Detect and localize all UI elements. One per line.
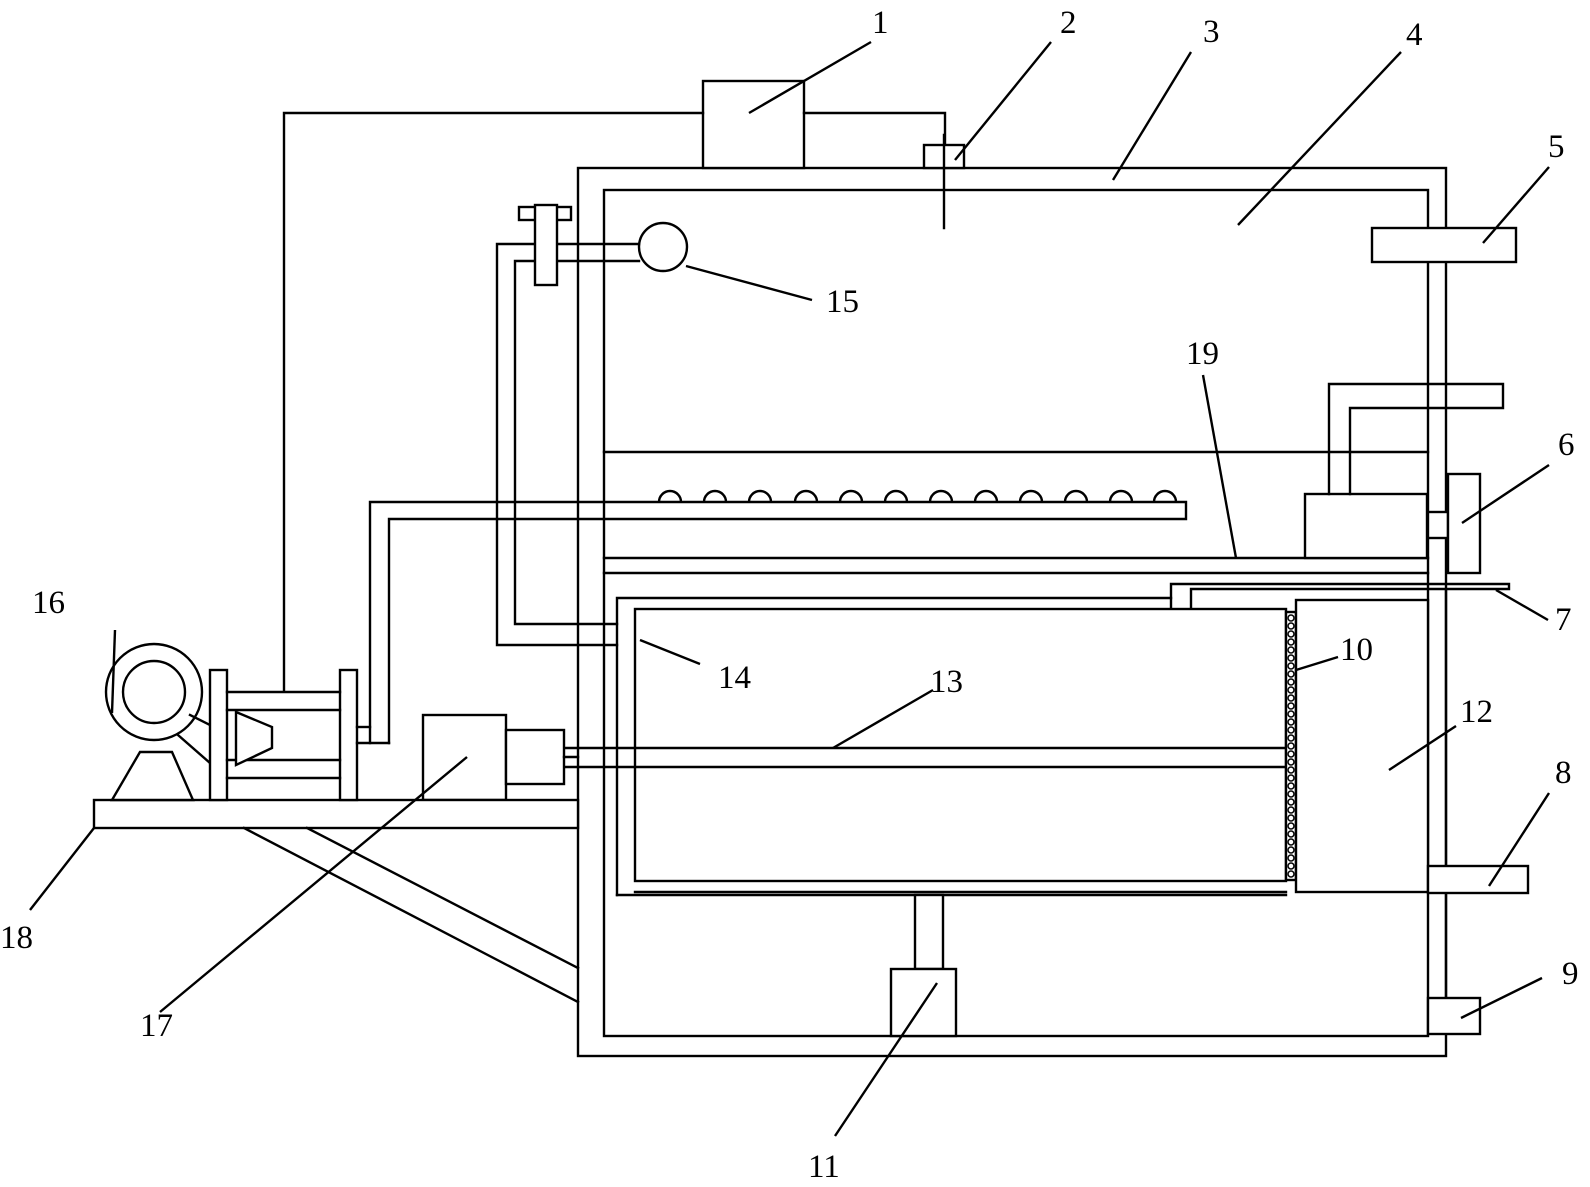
- mesh-hole: [1287, 750, 1295, 758]
- mesh-hole: [1287, 838, 1295, 846]
- label-5: 5: [1548, 129, 1565, 165]
- motor-17: [421, 713, 580, 802]
- mesh-hole: [1287, 670, 1295, 678]
- pump-16: [104, 642, 212, 802]
- label-6: 6: [1558, 427, 1575, 463]
- label-18: 18: [0, 920, 33, 956]
- label-9: 9: [1562, 956, 1579, 992]
- mesh-hole: [1287, 654, 1295, 662]
- mesh-hole: [1287, 630, 1295, 638]
- mesh-hole: [1287, 790, 1295, 798]
- mesh-hole: [1287, 798, 1295, 806]
- label-16: 16: [32, 585, 65, 621]
- mesh-hole: [1287, 678, 1295, 686]
- mesh-hole: [1287, 766, 1295, 774]
- spray-shelf: [602, 450, 1430, 575]
- mesh-hole: [1287, 702, 1295, 710]
- mesh-hole: [1287, 814, 1295, 822]
- label-14: 14: [718, 660, 751, 696]
- label-11: 11: [808, 1149, 840, 1185]
- coupling: [208, 668, 391, 802]
- outlet-port-5: [1370, 226, 1518, 264]
- mesh-hole: [1287, 870, 1295, 878]
- label-19: 19: [1186, 336, 1219, 372]
- mesh-hole: [1287, 806, 1295, 814]
- label-13: 13: [930, 664, 963, 700]
- label-3: 3: [1203, 14, 1220, 50]
- label-17: 17: [140, 1008, 173, 1044]
- label-8: 8: [1555, 755, 1572, 791]
- top-return-pipe: [282, 111, 705, 692]
- mesh-hole: [1287, 614, 1295, 622]
- drive-shaft-13: [562, 746, 1288, 769]
- mesh-hole: [1287, 646, 1295, 654]
- mesh-hole: [1287, 734, 1295, 742]
- mesh-hole: [1287, 694, 1295, 702]
- top-box: [701, 79, 806, 170]
- valve-15: [495, 203, 689, 647]
- mesh-hole: [1287, 822, 1295, 830]
- mesh-hole: [1287, 862, 1295, 870]
- inner-drum: [615, 596, 1288, 897]
- chamber-12: [1294, 598, 1430, 894]
- label-1: 1: [872, 5, 889, 41]
- mesh-hole: [1287, 854, 1295, 862]
- label-15: 15: [826, 284, 859, 320]
- outlet-port-8: [1426, 864, 1530, 895]
- top-return-pipe-right: [802, 111, 947, 147]
- mesh-hole: [1287, 830, 1295, 838]
- mesh-hole: [1287, 718, 1295, 726]
- base-platform-18: [92, 798, 580, 1004]
- label-10: 10: [1340, 632, 1373, 668]
- drive-unit-6: [1303, 382, 1505, 575]
- mesh-hole: [1287, 742, 1295, 750]
- label-12: 12: [1460, 694, 1493, 730]
- mesh-hole: [1287, 726, 1295, 734]
- mesh-hole: [1287, 846, 1295, 854]
- slide-rail-7: [1169, 582, 1511, 1035]
- mesh-hole: [1287, 758, 1295, 766]
- leader-lines: [29, 40, 1551, 1137]
- part-labels: 1 2 3 4 5 6 7 8 9 10 11 12 13 14 15 16 1…: [0, 5, 1579, 1185]
- nozzle-bar: [368, 489, 1188, 745]
- probe: [922, 133, 966, 230]
- mesh-hole: [1287, 782, 1295, 790]
- mesh-hole: [1287, 774, 1295, 782]
- mesh-hole: [1287, 686, 1295, 694]
- mesh-hole: [1287, 710, 1295, 718]
- mesh-hole: [1287, 662, 1295, 670]
- label-2: 2: [1060, 5, 1077, 41]
- mesh-hole: [1287, 638, 1295, 646]
- filter-screen-10: [1284, 610, 1298, 882]
- label-7: 7: [1555, 602, 1572, 638]
- mesh-hole: [1287, 622, 1295, 630]
- drain-port-9: [1426, 996, 1482, 1036]
- label-4: 4: [1406, 17, 1423, 53]
